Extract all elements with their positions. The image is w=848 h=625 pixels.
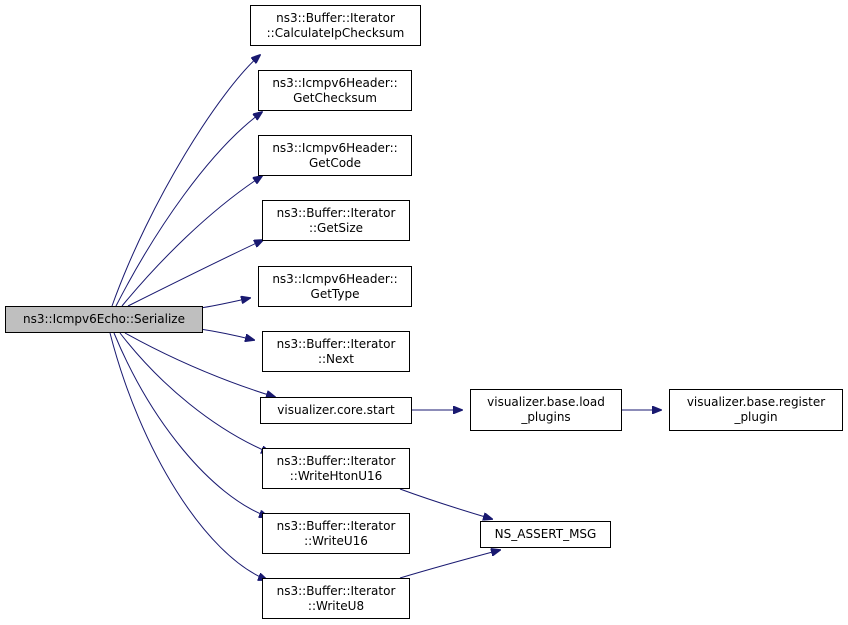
- edge-root-gettype: [199, 298, 250, 309]
- node-write-u8[interactable]: ns3::Buffer::Iterator::WriteU8: [262, 578, 410, 619]
- node-get-checksum[interactable]: ns3::Icmpv6Header::GetChecksum: [258, 70, 412, 111]
- edge-root-start: [124, 332, 275, 397]
- node-get-type[interactable]: ns3::Icmpv6Header::GetType: [258, 266, 412, 307]
- node-label-line: ns3::Icmpv6Echo::Serialize: [23, 312, 185, 326]
- node-label-line: visualizer.base.load: [487, 395, 605, 409]
- node-visualizer-register-plugin[interactable]: visualizer.base.register_plugin: [669, 389, 843, 431]
- edge-root-next: [199, 328, 254, 340]
- node-get-size[interactable]: ns3::Buffer::Iterator::GetSize: [262, 200, 410, 241]
- node-visualizer-core-start[interactable]: visualizer.core.start: [260, 397, 412, 424]
- node-label-line: GetChecksum: [293, 90, 377, 105]
- node-next[interactable]: ns3::Buffer::Iterator::Next: [262, 331, 410, 372]
- edge-root-wu8: [109, 332, 267, 580]
- edge-root-getcs: [115, 112, 262, 307]
- node-serialize[interactable]: ns3::Icmpv6Echo::Serialize: [5, 306, 203, 333]
- node-label-line: ns3::Icmpv6Header::: [272, 271, 398, 286]
- node-label-line: visualizer.core.start: [277, 403, 395, 417]
- node-calculate-ip-checksum[interactable]: ns3::Buffer::Iterator::CalculateIpChecks…: [250, 5, 421, 46]
- node-label-line: ::CalculateIpChecksum: [266, 25, 405, 40]
- node-label-line: ns3::Buffer::Iterator: [276, 453, 396, 468]
- node-label-line: _plugin: [734, 410, 778, 424]
- edge-whton-assert: [399, 488, 492, 519]
- node-label-line: ns3::Icmpv6Header::: [272, 75, 398, 90]
- edge-root-getsize: [127, 240, 263, 307]
- node-label-line: ::WriteU16: [304, 533, 368, 548]
- node-label-line: ::WriteHtonU16: [289, 468, 383, 483]
- edge-root-wu16: [113, 332, 268, 517]
- node-label-line: visualizer.base.register: [686, 395, 826, 409]
- node-label-line: NS_ASSERT_MSG: [494, 527, 597, 541]
- node-label-line: ns3::Buffer::Iterator: [276, 205, 396, 220]
- node-label-line: ns3::Buffer::Iterator: [276, 518, 396, 533]
- node-label-line: _plugins: [521, 410, 571, 424]
- node-write-hton-u16[interactable]: ns3::Buffer::Iterator::WriteHtonU16: [262, 448, 410, 489]
- edge-root-whton: [119, 332, 270, 453]
- node-label-line: ns3::Icmpv6Header::: [272, 140, 398, 155]
- node-label-line: ::WriteU8: [307, 598, 365, 613]
- node-label-line: GetCode: [308, 155, 362, 170]
- edge-wu8-assert: [399, 550, 500, 579]
- node-label-line: ::GetSize: [308, 220, 364, 235]
- node-label-line: ns3::Buffer::Iterator: [276, 10, 395, 25]
- edge-root-calcip: [111, 55, 260, 307]
- node-label-line: ns3::Buffer::Iterator: [276, 336, 396, 351]
- node-label-line: ns3::Buffer::Iterator: [276, 583, 396, 598]
- node-label-line: ::Next: [317, 351, 355, 366]
- node-write-u16[interactable]: ns3::Buffer::Iterator::WriteU16: [262, 513, 410, 554]
- node-ns-assert-msg[interactable]: NS_ASSERT_MSG: [480, 521, 611, 548]
- edge-root-getcode: [121, 176, 262, 307]
- node-get-code[interactable]: ns3::Icmpv6Header::GetCode: [258, 135, 412, 176]
- node-visualizer-load-plugins[interactable]: visualizer.base.load_plugins: [470, 389, 622, 431]
- node-label-line: GetType: [310, 286, 360, 301]
